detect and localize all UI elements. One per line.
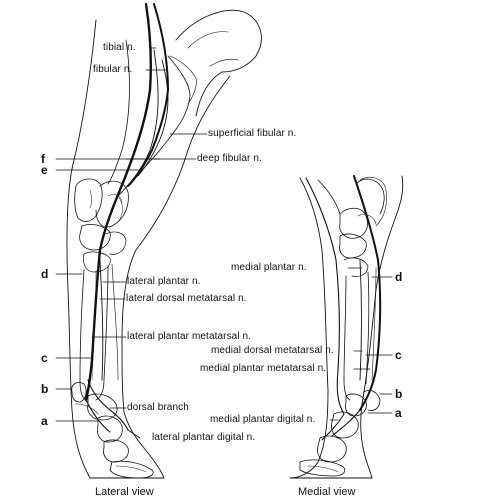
label-medial-plantar-metatarsal-nerve: medial plantar metatarsal n. xyxy=(200,363,327,374)
label-lateral-dorsal-metatarsal-nerve: lateral dorsal metatarsal n. xyxy=(126,293,247,304)
caption-medial-view: Medial view xyxy=(298,486,356,498)
letter-c-right: c xyxy=(395,348,402,362)
label-lateral-plantar-digital-nerve: lateral plantar digital n. xyxy=(152,432,256,443)
label-superficial-fibular-nerve: superficial fibular n. xyxy=(208,128,297,139)
letter-b-left: b xyxy=(41,382,49,396)
letter-d-left: d xyxy=(41,267,49,281)
medial-limb-drawing xyxy=(289,175,404,479)
letter-a-right: a xyxy=(395,406,402,420)
label-fibular-nerve: fibular n. xyxy=(93,64,133,75)
label-lateral-plantar-nerve: lateral plantar n. xyxy=(127,276,201,287)
label-medial-plantar-digital-nerve: medial plantar digital n. xyxy=(210,414,316,425)
label-tibial-nerve: tibial n. xyxy=(103,42,136,53)
leader-lines xyxy=(55,47,393,439)
label-dorsal-branch: dorsal branch xyxy=(127,402,189,413)
lateral-limb-drawing xyxy=(66,2,262,479)
label-lateral-plantar-metatarsal-nerve: lateral plantar metatarsal n. xyxy=(127,331,252,342)
letter-f-left: f xyxy=(41,152,45,166)
letter-d-right: d xyxy=(395,270,403,284)
caption-lateral-view: Lateral view xyxy=(95,486,154,498)
letter-b-right: b xyxy=(395,387,403,401)
letter-c-left: c xyxy=(41,351,48,365)
label-medial-plantar-nerve: medial plantar n. xyxy=(231,262,307,273)
letter-a-left: a xyxy=(41,414,48,428)
letter-e-left: e xyxy=(41,163,48,177)
label-deep-fibular-nerve: deep fibular n. xyxy=(197,153,262,164)
label-medial-dorsal-metatarsal-nerve: medial dorsal metatarsal n. xyxy=(211,345,334,356)
